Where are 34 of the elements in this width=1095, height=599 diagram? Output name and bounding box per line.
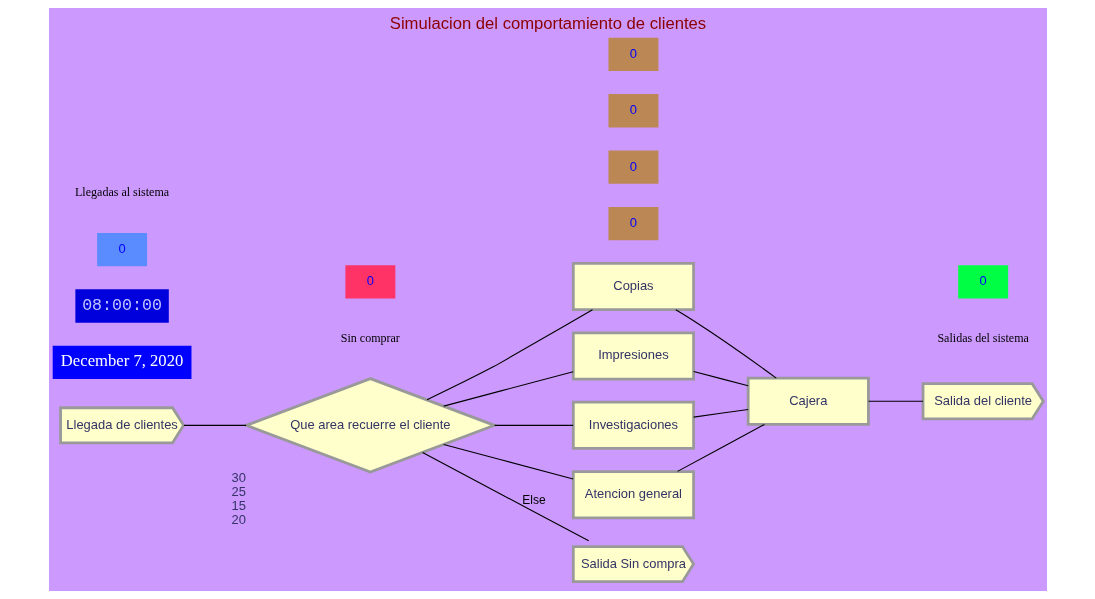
connector [867, 400, 924, 402]
connector [182, 424, 247, 426]
connector [493, 424, 574, 426]
label: 0 [629, 215, 637, 231]
connector [676, 423, 765, 472]
connector [674, 309, 777, 379]
node-label: 20 [230, 512, 246, 528]
label: 0 [979, 273, 987, 289]
connector [442, 371, 574, 407]
label: 0 [629, 158, 637, 174]
node-label: 15 [230, 498, 246, 514]
label: December 7, 2020 [60, 351, 183, 371]
label: Llegadas al sistema [74, 185, 169, 200]
node-box: Copias [571, 262, 695, 312]
label: Sin comprar [340, 330, 400, 345]
connector [442, 444, 574, 480]
label: 0 [117, 240, 126, 256]
diagram-title: Simulacion del comportamiento de clientes [389, 13, 706, 33]
label: 0 [629, 102, 637, 118]
node-box: Cajera [746, 376, 870, 426]
node-box: Investigaciones [571, 400, 695, 450]
label: Salidas del sistema [936, 330, 1029, 345]
connector [425, 309, 593, 401]
label: 08:00:00 [81, 296, 162, 316]
label: 0 [629, 45, 637, 61]
node-box: Impresiones [571, 331, 695, 381]
connector [692, 370, 749, 387]
edge-label: Else [521, 493, 546, 508]
label: 0 [366, 273, 374, 289]
connector [692, 408, 749, 418]
node-diamond: Que area recuerre el cliente [241, 377, 498, 474]
connector [421, 452, 589, 542]
node-box: Atencion general [571, 470, 695, 520]
node-label: 25 [230, 484, 246, 500]
